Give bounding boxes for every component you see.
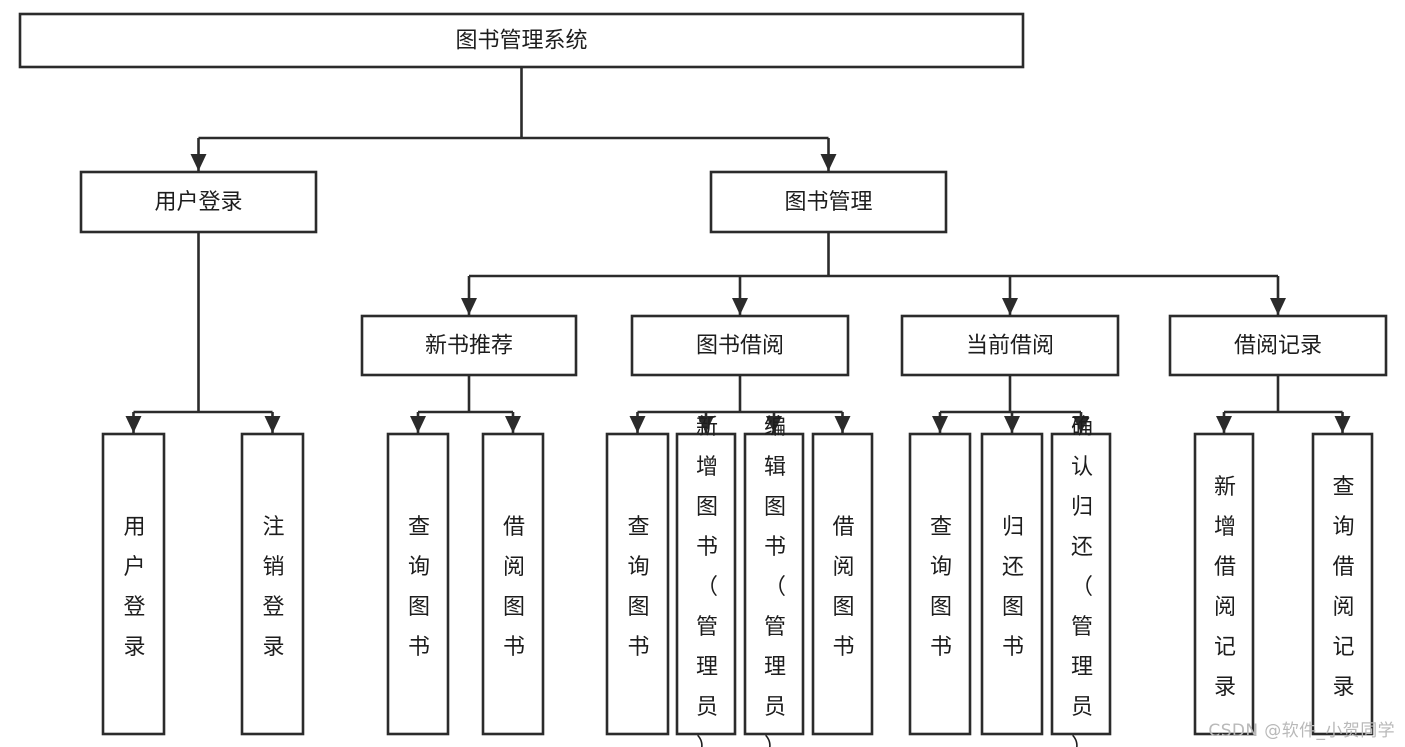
node-box: [709, 170, 948, 234]
node-label: 编辑图书（管理员）: [764, 415, 786, 747]
node-box: [675, 432, 737, 736]
node-l2-0[interactable]: 用户登录: [79, 170, 318, 234]
node-label: 用户登录: [154, 190, 242, 215]
node-box: [908, 432, 972, 736]
node-root-0[interactable]: 图书管理系统: [18, 12, 1025, 69]
node-label: 归还图书: [1002, 515, 1024, 660]
arrowhead: [1270, 298, 1286, 315]
node-leaf-4[interactable]: 查询图书: [605, 432, 670, 736]
node-label: 新增图书（管理员）: [696, 415, 718, 747]
node-box: [980, 432, 1044, 736]
node-box: [101, 432, 166, 736]
node-l3-1[interactable]: 图书借阅: [630, 314, 850, 377]
arrowhead: [820, 154, 837, 171]
arrowhead: [1334, 416, 1351, 433]
node-leaf-3[interactable]: 借阅图书: [481, 432, 545, 736]
node-label: 查询图书: [627, 515, 649, 660]
node-label: 查询图书: [408, 515, 430, 660]
arrowhead: [732, 298, 748, 315]
arrowhead: [1216, 416, 1232, 433]
node-label: 图书借阅: [696, 334, 784, 359]
node-box: [481, 432, 545, 736]
arrowhead: [410, 416, 426, 433]
node-label: 新书推荐: [425, 334, 513, 359]
node-l3-3[interactable]: 借阅记录: [1168, 314, 1388, 377]
node-label: 图书管理系统: [455, 29, 587, 54]
node-box: [360, 314, 578, 377]
node-box: [18, 12, 1025, 69]
node-leaf-9[interactable]: 归还图书: [980, 432, 1044, 736]
node-label: 新增借阅记录: [1214, 475, 1236, 700]
node-box: [900, 314, 1120, 377]
node-box: [1168, 314, 1388, 377]
arrowhead: [264, 416, 281, 433]
node-label: 确认归还（管理员）: [1071, 415, 1093, 747]
arrowhead: [629, 416, 646, 433]
arrowhead: [190, 154, 207, 171]
node-label: 借阅图书: [832, 515, 854, 660]
node-box: [1193, 432, 1255, 736]
node-label: 借阅图书: [503, 515, 525, 660]
node-label: 查询借阅记录: [1332, 475, 1354, 700]
node-leaf-1[interactable]: 注销登录: [240, 432, 305, 736]
node-l3-2[interactable]: 当前借阅: [900, 314, 1120, 377]
node-label: 借阅记录: [1234, 334, 1322, 359]
connector-layer: [125, 67, 1351, 433]
node-label: 当前借阅: [966, 334, 1054, 359]
node-leaf-2[interactable]: 查询图书: [386, 432, 450, 736]
arrowhead: [766, 416, 782, 433]
node-box: [630, 314, 850, 377]
node-leaf-6[interactable]: 编辑图书（管理员）: [743, 415, 805, 747]
watermark-text: CSDN @软件_小贺同学: [1208, 721, 1395, 741]
arrowhead: [932, 416, 948, 433]
node-box: [743, 432, 805, 736]
node-leaf-10[interactable]: 确认归还（管理员）: [1050, 415, 1112, 747]
node-leaf-8[interactable]: 查询图书: [908, 432, 972, 736]
node-box: [79, 170, 318, 234]
arrowhead: [461, 298, 477, 315]
node-label: 用户登录: [123, 515, 145, 660]
node-leaf-5[interactable]: 新增图书（管理员）: [675, 415, 737, 747]
arrowhead: [1073, 416, 1089, 433]
node-box: [605, 432, 670, 736]
node-leaf-12[interactable]: 查询借阅记录: [1311, 432, 1374, 736]
arrowhead: [834, 416, 851, 433]
arrowhead: [1002, 298, 1018, 315]
node-layer: 图书管理系统用户登录图书管理新书推荐图书借阅当前借阅借阅记录用户登录注销登录查询…: [18, 12, 1388, 747]
node-leaf-7[interactable]: 借阅图书: [811, 432, 874, 736]
arrowhead: [125, 416, 142, 433]
node-label: 查询图书: [930, 515, 952, 660]
node-l2-1[interactable]: 图书管理: [709, 170, 948, 234]
node-box: [240, 432, 305, 736]
node-leaf-0[interactable]: 用户登录: [101, 432, 166, 736]
node-leaf-11[interactable]: 新增借阅记录: [1193, 432, 1255, 736]
node-label: 图书管理: [784, 190, 872, 215]
node-box: [1311, 432, 1374, 736]
arrowhead: [505, 416, 521, 433]
node-label: 注销登录: [262, 515, 284, 660]
arrowhead: [698, 416, 714, 433]
node-l3-0[interactable]: 新书推荐: [360, 314, 578, 377]
node-box: [1050, 432, 1112, 736]
node-box: [811, 432, 874, 736]
arrowhead: [1004, 416, 1020, 433]
node-box: [386, 432, 450, 736]
